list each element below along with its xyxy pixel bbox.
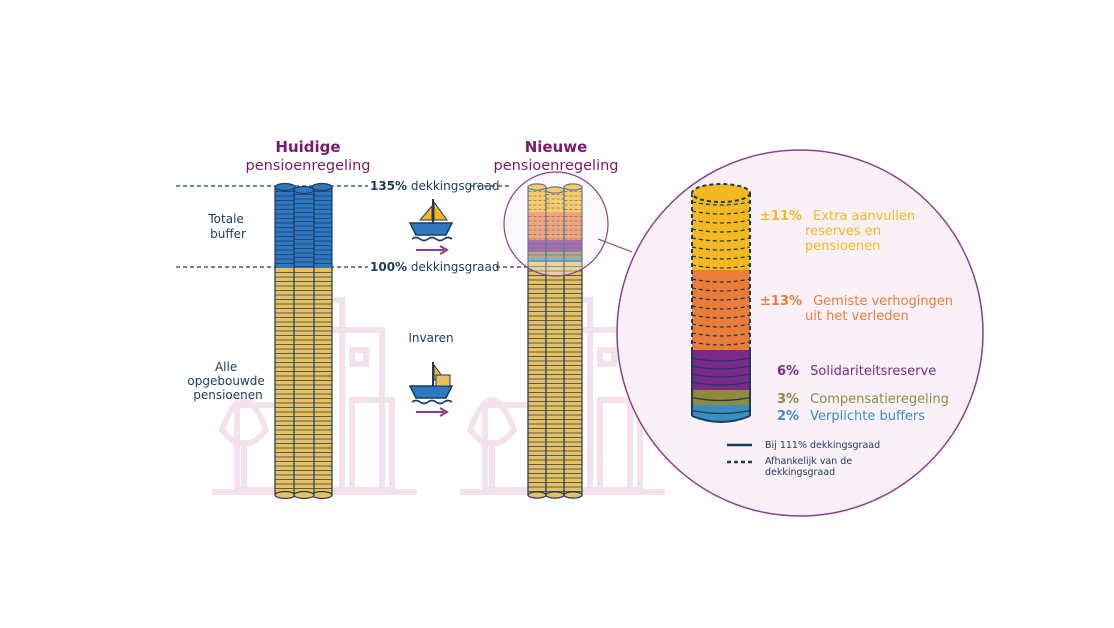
level-label-100: 100% dekkingsgraad <box>370 260 499 274</box>
legend-dashed-line-1: Afhankelijk van de <box>765 456 852 467</box>
pensions-label: Alle opgebouwde pensioenen <box>187 360 268 402</box>
breakdown-4-pct: 2% <box>777 409 799 424</box>
buffer-label-line-1: Totale <box>207 212 243 226</box>
level-100-label: dekkingsgraad <box>407 260 499 274</box>
right-title: Nieuwe <box>525 138 588 156</box>
breakdown-4-line-1: Verplichte buffers <box>810 409 925 424</box>
breakdown-band <box>692 270 750 350</box>
level-135-pct: 135% <box>370 179 407 193</box>
new-scheme-coin-stack <box>527 183 583 499</box>
pensions-label-line-1: Alle <box>215 360 237 374</box>
level-label-135: 135% dekkingsgraad <box>370 179 499 193</box>
left-coin-column-1 <box>274 182 296 500</box>
breakdown-3-line-1: Compensatieregeling <box>810 392 949 407</box>
breakdown-compensation-scheme: 3% Compensatieregeling <box>777 388 949 407</box>
left-title: Huidige <box>275 138 340 156</box>
level-100-pct: 100% <box>370 260 407 274</box>
breakdown-coin-stack <box>691 183 751 423</box>
buffer-label-line-2: buffer <box>210 227 246 241</box>
arrow-right-icon-2 <box>416 407 450 417</box>
current-scheme-coin-stack <box>274 182 333 500</box>
breakdown-extra-reserves: ±11% Extra aanvullen reserves en pensioe… <box>760 205 920 254</box>
legend-dashed-line-2: dekkingsgraad <box>765 467 835 478</box>
breakdown-mandatory-buffers: 2% Verplichte buffers <box>777 405 925 424</box>
legend: Bij 111% dekkingsgraad Afhankelijk van d… <box>727 440 880 478</box>
pensions-label-line-3: pensioenen <box>193 388 263 402</box>
breakdown-1-line-1: Gemiste verhogingen <box>813 294 953 309</box>
zoom-connector <box>503 171 633 277</box>
legend-dashed-label: Afhankelijk van de dekkingsgraad <box>765 456 855 478</box>
left-coin-column-3 <box>293 185 315 500</box>
buffer-label: Totale buffer <box>207 212 247 241</box>
right-subtitle: pensioenregeling <box>493 158 618 174</box>
breakdown-labels: ±11% Extra aanvullen reserves en pensioe… <box>760 205 958 424</box>
breakdown-3-pct: 3% <box>777 392 799 407</box>
breakdown-0-pct: ±11% <box>760 209 802 224</box>
breakdown-solidarity-reserve: 6% Solidariteitsreserve <box>777 360 936 379</box>
arrow-right-icon <box>416 245 450 255</box>
boat-with-mast-icon <box>408 199 454 242</box>
breakdown-2-line-1: Solidariteitsreserve <box>810 364 936 379</box>
invaren-label: Invaren <box>408 331 453 345</box>
left-subtitle: pensioenregeling <box>245 158 370 174</box>
legend-solid-label: Bij 111% dekkingsgraad <box>765 440 880 451</box>
breakdown-1-line-2: uit het verleden <box>805 309 909 324</box>
left-coin-column-2 <box>311 182 333 500</box>
boat-with-cargo-icon <box>408 362 454 405</box>
breakdown-missed-increases: ±13% Gemiste verhogingen uit het verlede… <box>760 290 958 324</box>
breakdown-1-pct: ±13% <box>760 294 802 309</box>
breakdown-band <box>692 390 750 405</box>
breakdown-2-pct: 6% <box>777 364 799 379</box>
pensions-label-line-2: opgebouwde <box>187 374 264 388</box>
breakdown-0-line-3: pensioenen <box>805 239 880 254</box>
level-135-label: dekkingsgraad <box>407 179 499 193</box>
breakdown-band <box>692 405 750 416</box>
right-coin-column-3 <box>545 186 565 499</box>
breakdown-0-line-1: Extra aanvullen <box>813 209 915 224</box>
breakdown-0-line-2: reserves en <box>805 224 881 239</box>
